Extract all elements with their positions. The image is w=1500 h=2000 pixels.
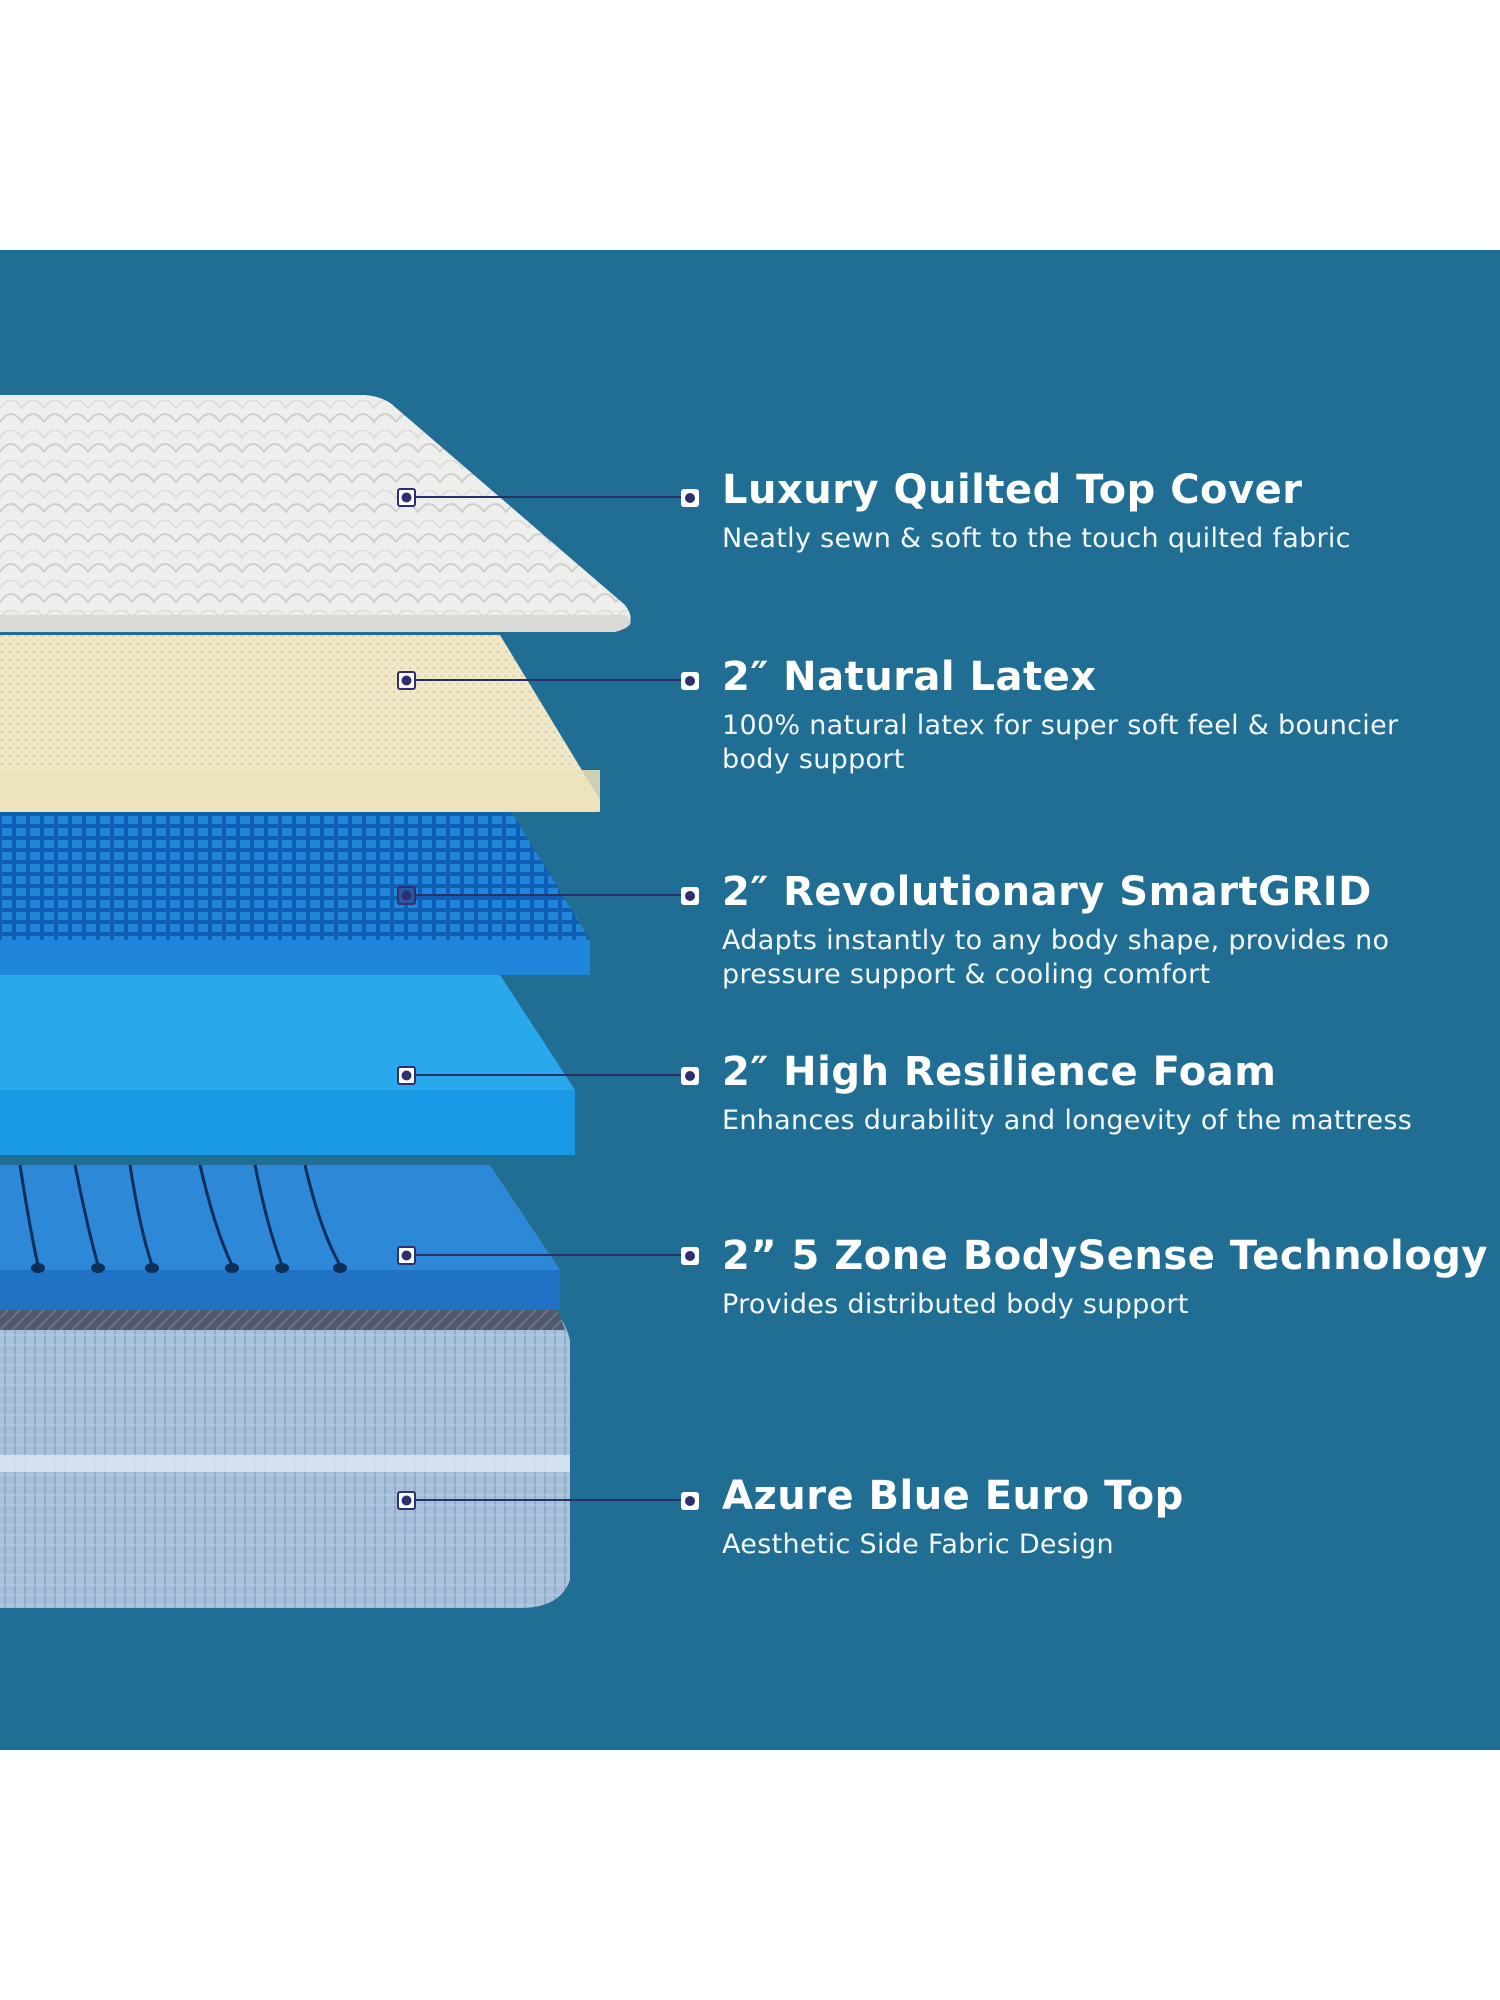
feature-description: Provides distributed body support — [722, 1289, 1189, 1320]
layer-marker-icon — [397, 886, 416, 905]
feature-title: 2″ Natural Latex — [722, 654, 1097, 700]
layer-marker-icon — [681, 489, 699, 507]
feature-natural-latex: 2″ Natural Latex 100% natural latex for … — [722, 653, 1442, 777]
feature-description: Neatly sewn & soft to the touch quilted … — [722, 523, 1351, 554]
feature-title: 2″ Revolutionary SmartGRID — [722, 869, 1372, 915]
layer-marker-icon — [681, 1067, 699, 1085]
latex-layer-front — [0, 770, 600, 812]
feature-description: 100% natural latex for super soft feel &… — [722, 710, 1399, 775]
foam-layer-front — [0, 1090, 575, 1155]
feature-description: Enhances durability and longevity of the… — [722, 1105, 1413, 1136]
feature-title: Luxury Quilted Top Cover — [722, 467, 1303, 513]
layer-marker-icon — [681, 1247, 699, 1265]
feature-bodysense: 2” 5 Zone BodySense Technology Provides … — [722, 1232, 1488, 1322]
feature-euro-top: Azure Blue Euro Top Aesthetic Side Fabri… — [722, 1472, 1442, 1562]
top-cover-edge — [0, 615, 631, 632]
base-layer — [0, 1300, 570, 1608]
zone-layer-front — [0, 1270, 560, 1310]
leader-lines — [407, 496, 681, 1501]
feature-title: 2” 5 Zone BodySense Technology — [722, 1233, 1488, 1279]
feature-description: Adapts instantly to any body shape, prov… — [722, 925, 1390, 990]
layer-marker-icon — [681, 1492, 699, 1510]
mattress-layers-illustration — [0, 395, 699, 1608]
layer-marker-icon — [397, 671, 416, 690]
zone-cut-lines — [18, 1164, 342, 1266]
feature-title: Azure Blue Euro Top — [722, 1473, 1184, 1519]
feature-title: 2″ High Resilience Foam — [722, 1049, 1277, 1095]
smartgrid-layer-front — [0, 940, 590, 975]
layer-marker-icon — [681, 887, 699, 905]
feature-top-cover: Luxury Quilted Top Cover Neatly sewn & s… — [722, 466, 1442, 556]
layer-marker-icon — [681, 672, 699, 690]
layer-marker-icon — [397, 1066, 416, 1085]
smartgrid-layer — [0, 810, 590, 975]
product-panel: Luxury Quilted Top Cover Neatly sewn & s… — [0, 250, 1500, 1750]
layer-marker-icon — [397, 1491, 416, 1510]
base-band — [0, 1455, 570, 1472]
zone-holes — [31, 1263, 347, 1273]
layer-markers — [397, 488, 699, 1510]
layer-marker-icon — [397, 1246, 416, 1265]
feature-description: Aesthetic Side Fabric Design — [722, 1529, 1114, 1560]
layer-marker-icon — [397, 488, 416, 507]
top-cover-layer — [0, 395, 631, 630]
feature-smartgrid: 2″ Revolutionary SmartGRID Adapts instan… — [722, 868, 1442, 992]
feature-high-resilience-foam: 2″ High Resilience Foam Enhances durabil… — [722, 1048, 1442, 1138]
